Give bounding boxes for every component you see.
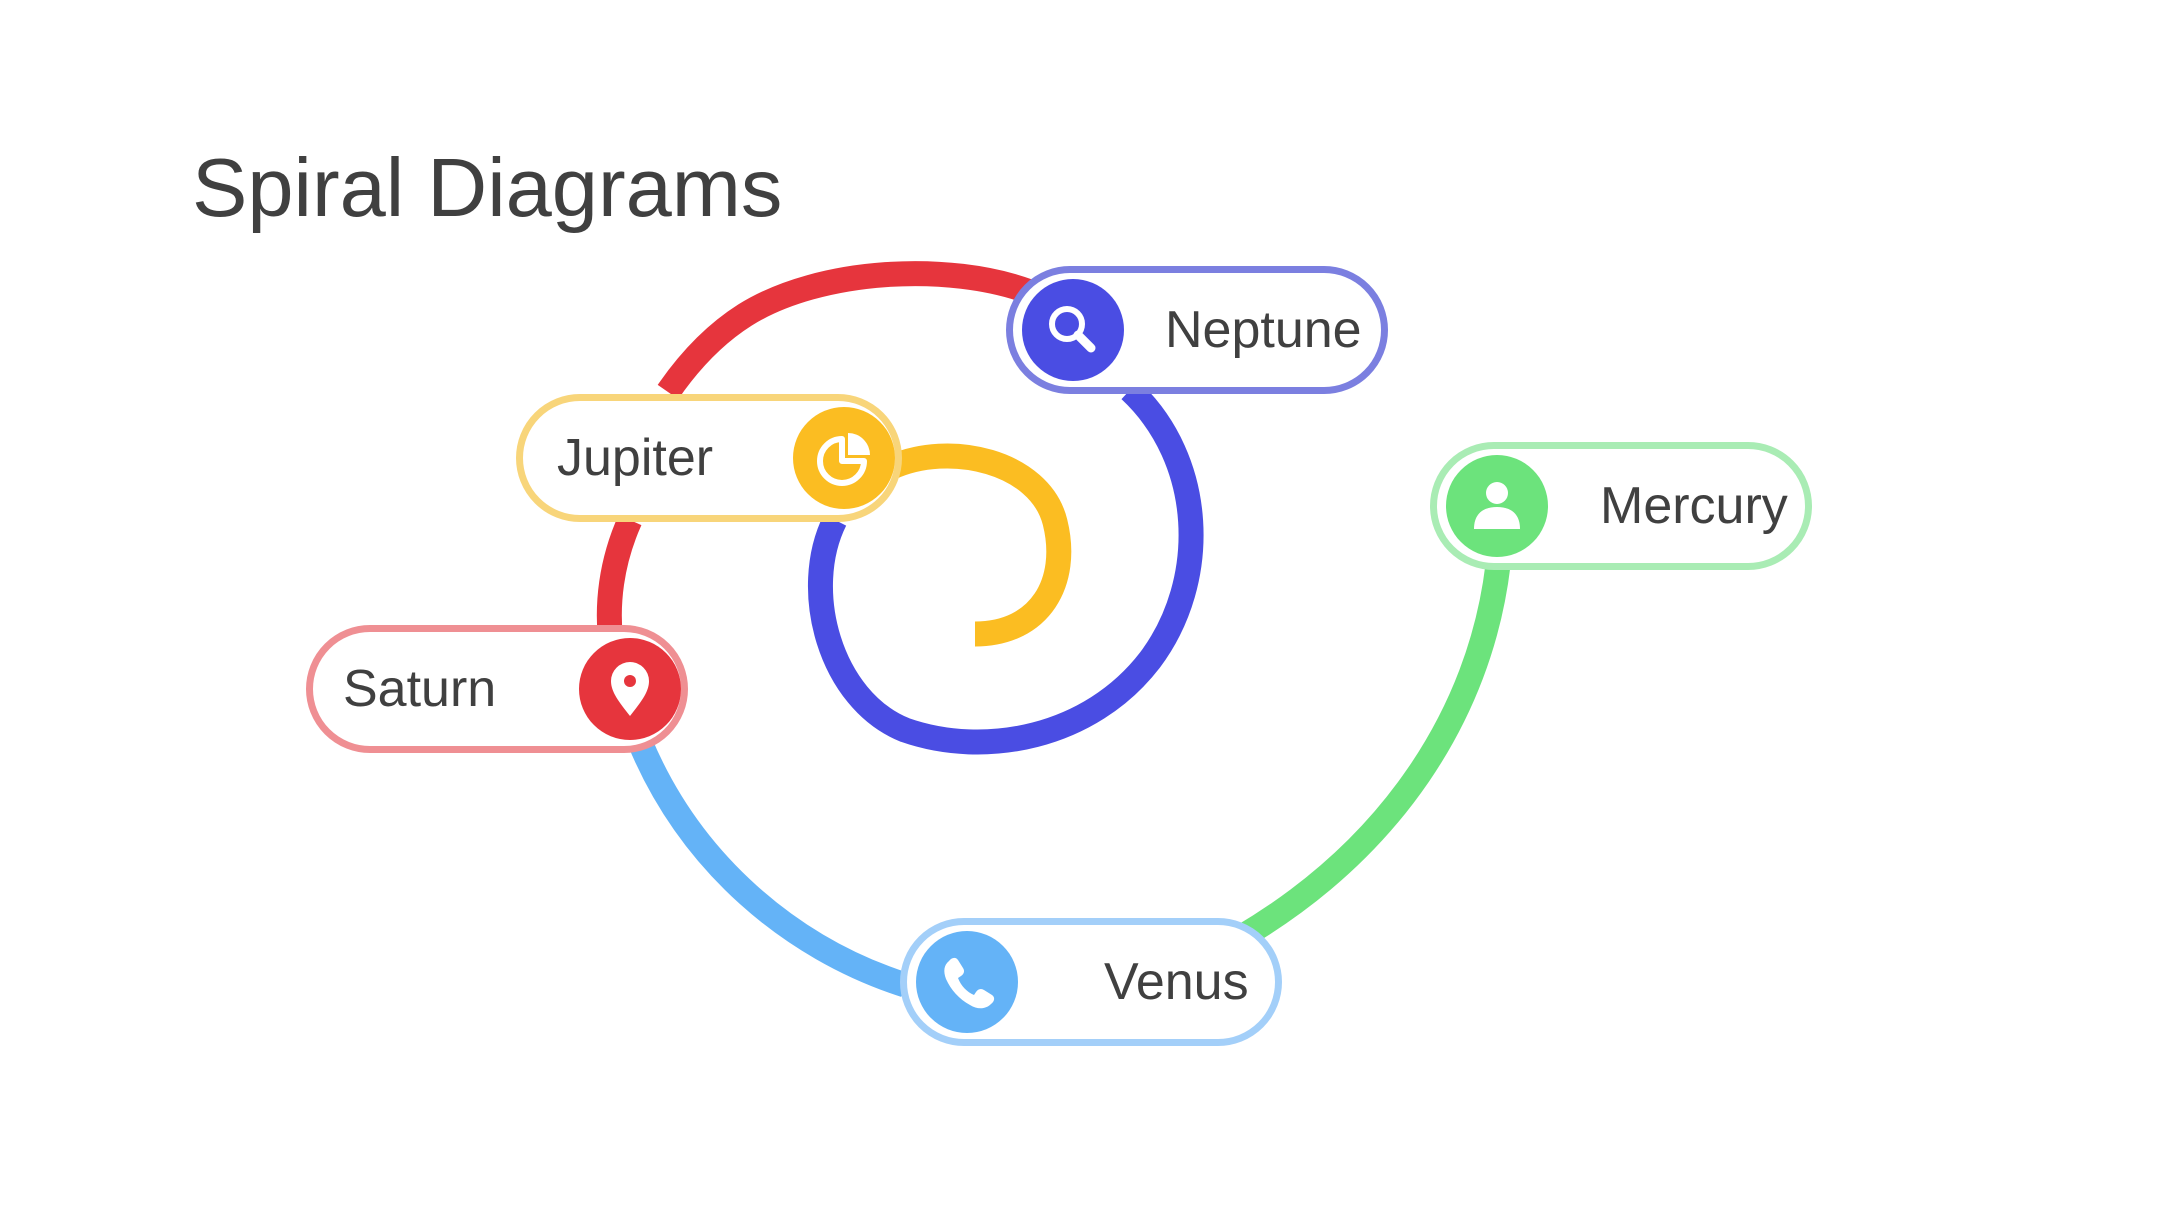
pie-chart-icon [793, 407, 895, 509]
spiral-segment-blue [807, 380, 1204, 755]
spiral-segment-red-top [657, 261, 1035, 400]
node-venus: Venus [900, 918, 1282, 1046]
node-label-jupiter: Jupiter [557, 429, 714, 487]
page-title: Spiral Diagrams [192, 141, 783, 234]
node-jupiter: Jupiter [516, 394, 902, 522]
node-neptune: Neptune [1006, 266, 1388, 394]
user-icon [1446, 455, 1548, 557]
phone-icon [916, 931, 1018, 1033]
node-label-neptune: Neptune [1165, 301, 1362, 359]
spiral-segment-green [1233, 563, 1511, 949]
node-saturn: Saturn [306, 625, 688, 753]
node-mercury: Mercury [1430, 442, 1812, 570]
search-icon [1022, 279, 1124, 381]
location-pin-icon [579, 638, 681, 740]
node-label-saturn: Saturn [343, 660, 497, 718]
node-label-mercury: Mercury [1600, 477, 1788, 535]
node-label-venus: Venus [1104, 953, 1249, 1011]
spiral-segment-light-blue [628, 737, 909, 997]
spiral-segment-yellow [884, 443, 1072, 647]
